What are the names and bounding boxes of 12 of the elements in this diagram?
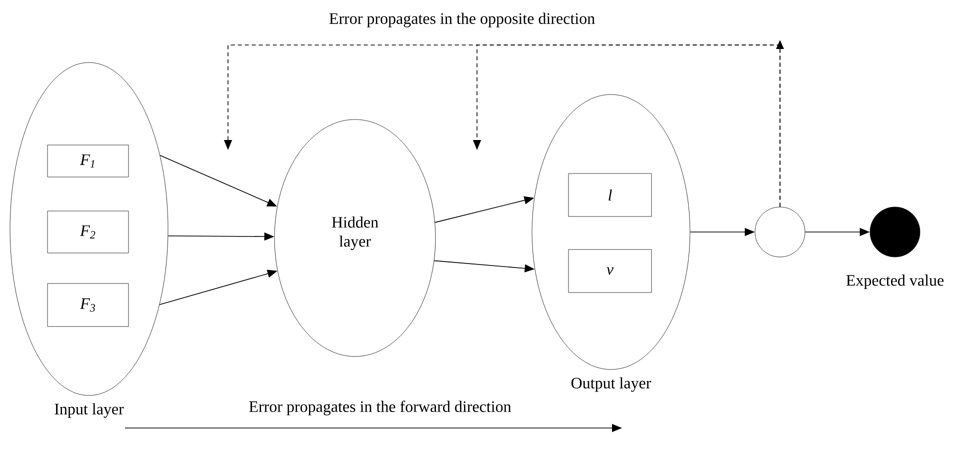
neuron-box: F$_{1}$ [47, 144, 129, 178]
neuron-box: l [568, 173, 652, 217]
note-text: Error propagates in the opposite direction [329, 12, 595, 28]
note-text: Error propagates in the forward direction [249, 400, 512, 416]
node-caption: Expected value [846, 274, 944, 290]
neuron-box: F$_{2}$ [47, 210, 129, 254]
node-label: Output layer [571, 377, 652, 392]
neuron-box: F$_{3}$ [47, 283, 129, 327]
node-label: Input layer [54, 403, 124, 418]
neuron-box: v [568, 249, 652, 293]
filled-circle [870, 206, 920, 258]
circle-node [754, 206, 806, 258]
